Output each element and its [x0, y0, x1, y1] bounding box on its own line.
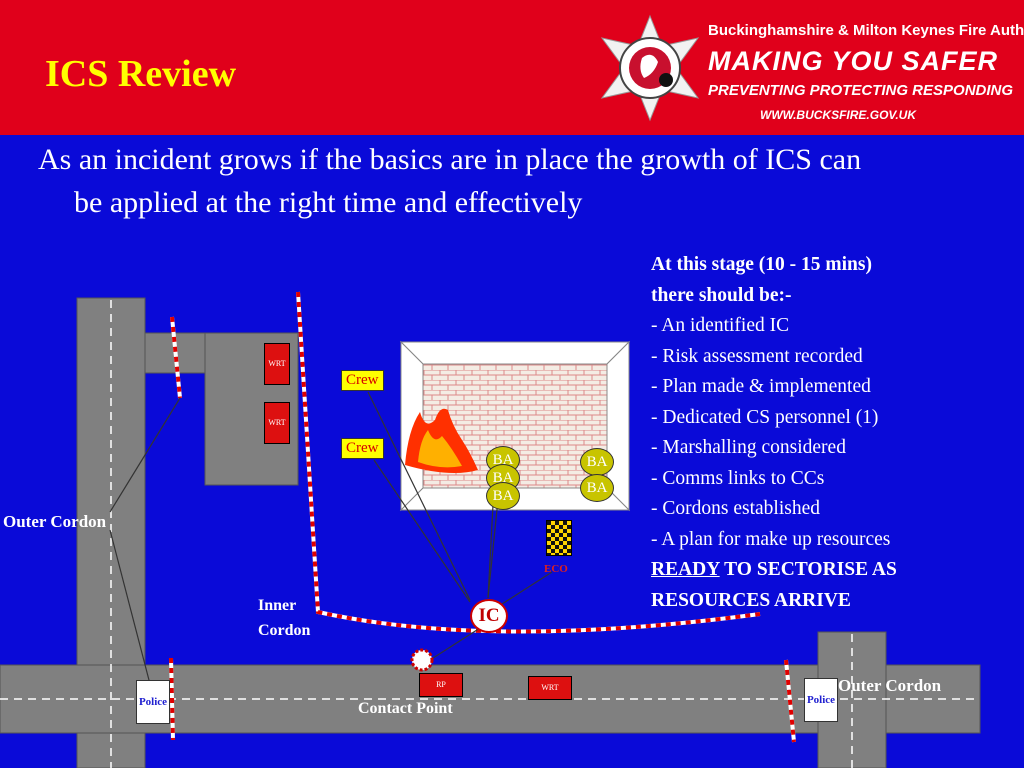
ready-statement-line2: RESOURCES ARRIVE — [651, 589, 851, 611]
logo-tagline: PREVENTING PROTECTING RESPONDING — [708, 82, 1014, 99]
crew-label: Crew — [341, 370, 384, 391]
outer-cordon-label-right: Outer Cordon — [838, 676, 942, 695]
header-band — [0, 0, 1024, 135]
rendezvous-point-marker — [410, 648, 434, 672]
checklist-item: - Cordons established — [651, 498, 820, 519]
stage-heading: At this stage (10 - 15 mins) — [651, 254, 872, 275]
checklist-item: - A plan for make up resources — [651, 528, 891, 550]
ready-rest: TO SECTORISE AS — [719, 559, 897, 580]
ready-word: READY — [651, 559, 720, 580]
contact-point-label: Contact Point — [358, 700, 453, 717]
fire-icon — [405, 408, 478, 474]
logo-slogan: MAKING YOU SAFER — [708, 46, 999, 76]
wrt-appliance: WRT — [264, 402, 290, 444]
police-vehicle: Police — [136, 680, 170, 724]
logo-website: WWW.BUCKSFIRE.GOV.UK — [760, 108, 916, 122]
ba-team: BA — [580, 448, 614, 476]
checklist-item: - Marshalling considered — [651, 437, 846, 458]
inner-cordon-tape — [296, 291, 761, 634]
stage-subheading: there should be:- — [651, 284, 792, 306]
checklist-item: - Dedicated CS personnel (1) — [651, 406, 879, 428]
incident-commander-marker: IC — [470, 599, 508, 633]
main-bullet: As an incident grows if the basics are i… — [38, 143, 862, 219]
logo-authority-name: Buckinghamshire & Milton Keynes Fire Aut… — [708, 22, 1024, 39]
checklist-item: - An identified IC — [651, 315, 790, 336]
ba-team: BA — [580, 474, 614, 502]
inner-cordon-label-line1: Inner — [258, 597, 297, 614]
eco-label: ECO — [544, 563, 568, 575]
outer-cordon-tapes — [169, 316, 796, 743]
inner-cordon-label-line2: Cordon — [258, 622, 311, 639]
checklist-item: - Risk assessment recorded — [651, 345, 863, 367]
stage-checklist: At this stage (10 - 15 mins) there shoul… — [651, 250, 1011, 616]
wrt-appliance: WRT — [264, 343, 290, 385]
rp-vehicle: RP — [419, 673, 463, 697]
police-vehicle: Police — [804, 678, 838, 722]
ready-statement: READY TO SECTORISE AS — [651, 555, 1011, 586]
checklist-item: - Plan made & implemented — [651, 376, 871, 397]
eco-board-icon — [546, 520, 572, 556]
ba-team: BA — [486, 482, 520, 510]
comms-links — [109, 391, 553, 685]
crew-label: Crew — [341, 438, 384, 459]
outer-cordon-label-left: Outer Cordon — [3, 512, 107, 531]
slide-title: ICS Review — [45, 53, 237, 95]
wrt-appliance: WRT — [528, 676, 572, 700]
checklist-item: - Comms links to CCs — [651, 467, 825, 489]
